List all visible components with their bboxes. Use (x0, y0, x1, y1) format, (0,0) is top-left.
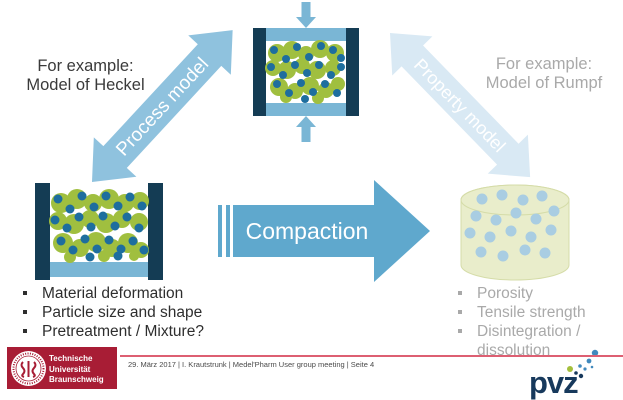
list-item-label: Particle size and shape (42, 304, 203, 321)
loose-binder-dots (50, 191, 149, 262)
example-heckel-line1: For example: (37, 57, 134, 75)
example-heckel-label: For example: Model of Heckel (18, 57, 153, 95)
loose-powder-illustration (35, 183, 163, 280)
example-heckel-line2: Model of Heckel (26, 76, 145, 94)
list-item-label: Tensile strength (477, 304, 586, 321)
powder-die-wall-left (35, 183, 50, 280)
list-item: Material deformation (23, 284, 253, 303)
pvz-logo-text: pvz (529, 365, 579, 400)
example-rumpf-label: For example: Model of Rumpf (477, 55, 611, 93)
university-name: Technische Universität Braunschweig (49, 354, 104, 386)
university-name-line2: Universität (49, 364, 91, 374)
compression-arrow-top (296, 2, 316, 28)
bullet-square (458, 310, 462, 314)
university-seal-icon (11, 351, 46, 386)
footer-divider (120, 355, 623, 357)
list-item-label: Pretreatment / Mixture? (42, 323, 204, 340)
bottom-punch (266, 103, 346, 116)
tablet-dots (464, 189, 560, 262)
property-model-arrow: Property model (390, 33, 531, 178)
bullet-square (23, 329, 27, 333)
list-item: Tensile strength (458, 303, 598, 322)
list-item-label: Porosity (477, 285, 533, 302)
list-item-label: Material deformation (42, 285, 184, 302)
compressed-binder-dots (267, 42, 345, 103)
bullet-square (458, 291, 462, 295)
bullet-square (23, 291, 27, 295)
university-name-line3: Braunschweig (49, 375, 104, 384)
pvz-logo-dots (567, 349, 599, 379)
list-item: Disintegration / dissolution (458, 322, 598, 360)
die-wall-right (346, 28, 359, 116)
example-rumpf-line2: Model of Rumpf (485, 74, 603, 92)
bullet-square (458, 329, 462, 333)
powder-die-wall-right (148, 183, 163, 280)
tablet-properties-list: Porosity Tensile strength Disintegration… (458, 284, 598, 360)
footer-info-text: 29. März 2017 | I. Krautstrunk | Medel'P… (128, 360, 375, 369)
process-inputs-list: Material deformation Particle size and s… (23, 284, 253, 341)
list-item-label: Disintegration / dissolution (477, 323, 581, 359)
list-item: Pretreatment / Mixture? (23, 322, 253, 341)
list-item: Porosity (458, 284, 598, 303)
process-model-arrow: Process model (92, 30, 233, 182)
university-name-line1: Technische (49, 354, 93, 363)
powder-bottom-punch (50, 262, 148, 277)
compaction-arrow: Compaction (218, 180, 430, 282)
tablet-illustration (460, 184, 570, 281)
example-rumpf-line1: For example: (495, 55, 593, 73)
list-item: Particle size and shape (23, 303, 253, 322)
compressed-die-illustration (253, 2, 359, 142)
bullet-square (23, 310, 27, 314)
top-punch (266, 28, 346, 41)
compression-arrow-bottom (296, 116, 316, 142)
die-wall-left (253, 28, 266, 116)
compaction-label: Compaction (246, 218, 369, 244)
